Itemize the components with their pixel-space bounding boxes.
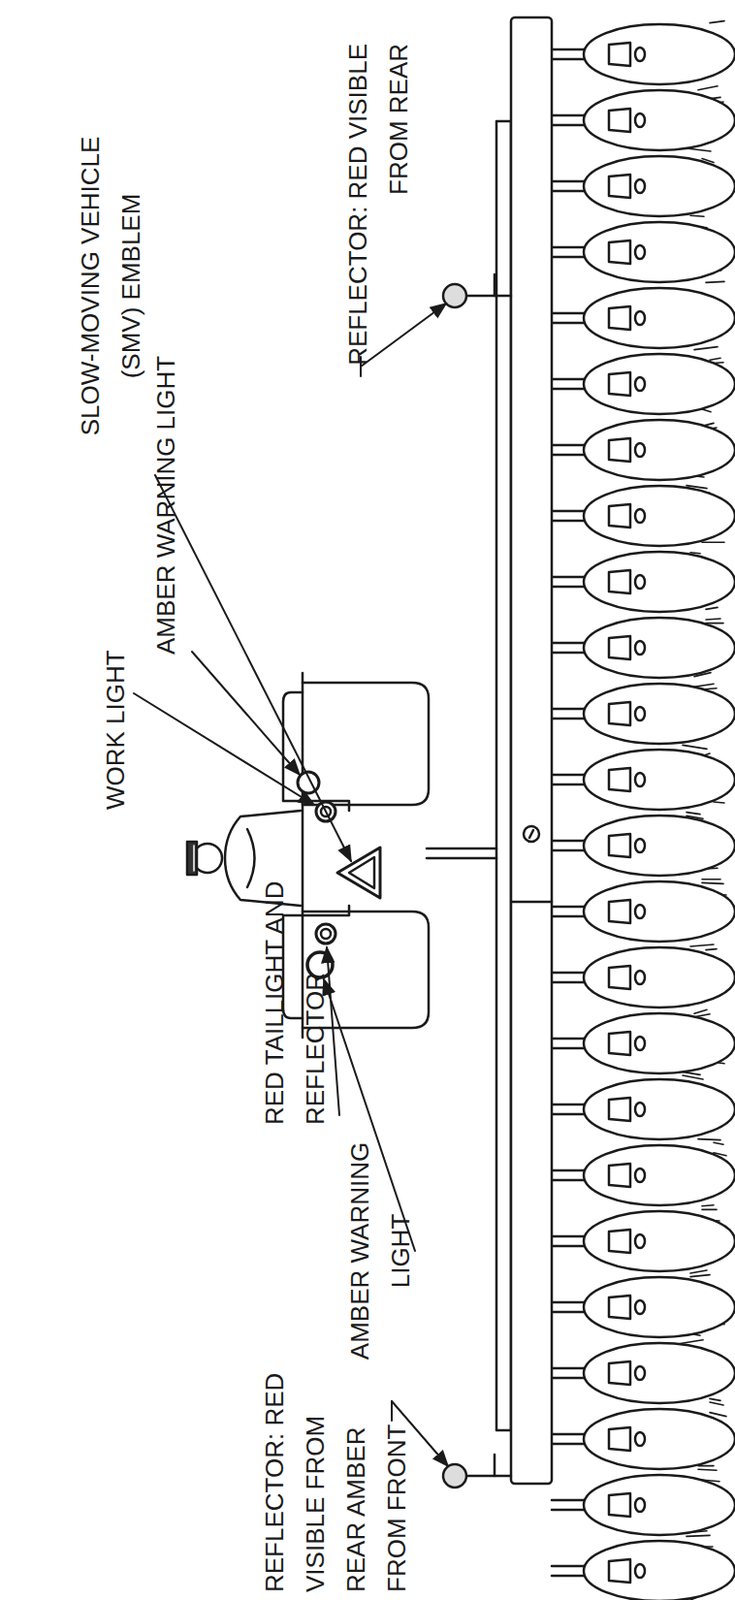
callout-label: RED TAILLIGHT AND REFLECTOR	[254, 872, 336, 1125]
smv-emblem	[337, 847, 381, 898]
callout-label: REFLECTOR: RED VISIBLE FROM REAR AMBER F…	[254, 1354, 417, 1593]
harrow-frame	[496, 17, 552, 1484]
callout-label: REFLECTOR: RED VISIBLE FROM REAR	[337, 43, 419, 384]
leader-lines	[133, 303, 448, 1467]
callout-label: WORK LIGHT	[95, 557, 136, 810]
disc-gang	[551, 24, 735, 1600]
reflector-post	[443, 274, 512, 1488]
callout-label: AMBER WARNING LIGHT	[339, 1119, 421, 1382]
lights	[297, 771, 336, 978]
callout-label: AMBER WARNING LIGHT	[145, 305, 187, 655]
tractor-rear	[187, 672, 497, 1038]
callout-label: SLOW-MOVING VEHICLE (SMV) EMBLEM	[69, 111, 152, 461]
